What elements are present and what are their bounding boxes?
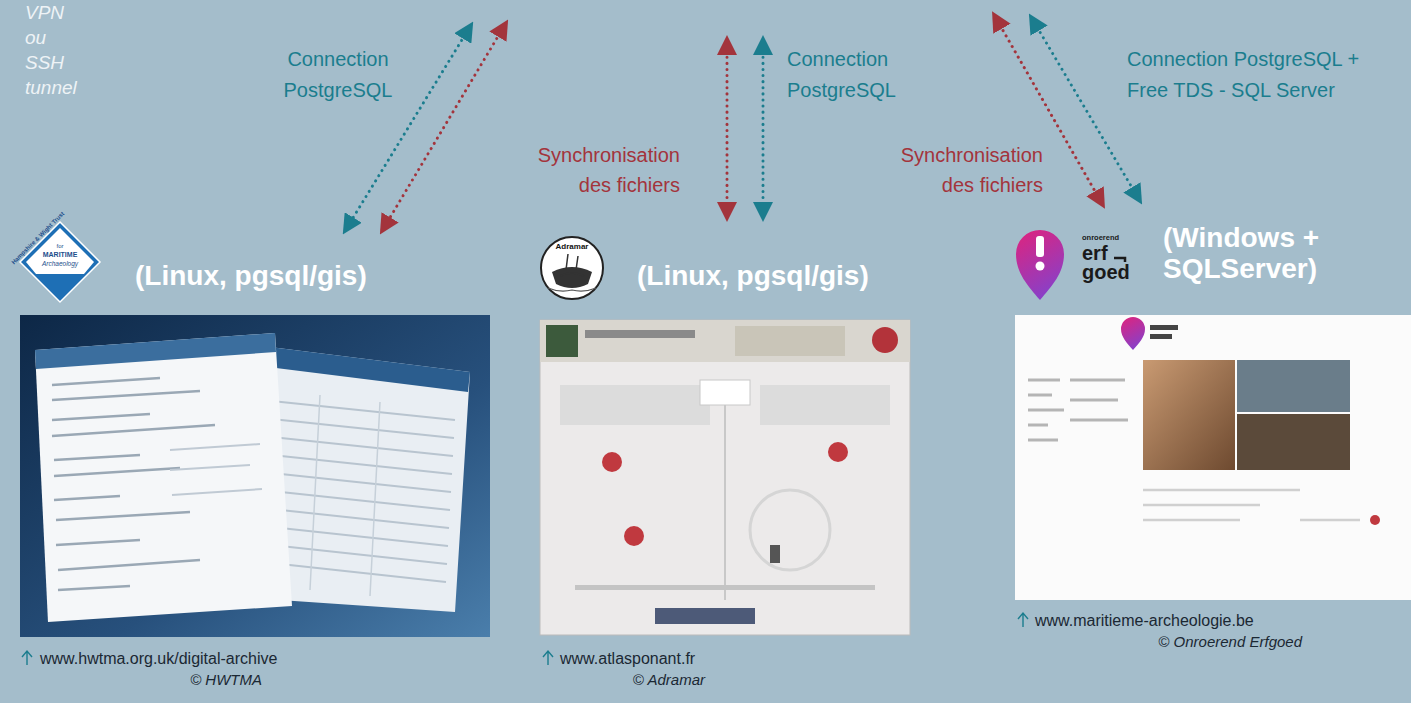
caption-url: www.maritieme-archeologie.be bbox=[1035, 611, 1254, 630]
teal-arrow bbox=[762, 45, 765, 212]
hwtma-logo bbox=[20, 222, 100, 302]
adramar-logo bbox=[541, 237, 603, 299]
copyright-note: © Adramar bbox=[595, 671, 705, 689]
system-heading: (Linux, pgsql/gis) bbox=[135, 260, 367, 292]
connection-label: Connection PostgreSQL + Free TDS - SQL S… bbox=[1127, 44, 1397, 106]
dotted-arrows bbox=[348, 20, 1137, 226]
screenshot-erfgoed bbox=[1015, 315, 1411, 600]
logo-text: MARITIME bbox=[35, 250, 85, 259]
caption-arrows bbox=[22, 613, 1028, 665]
logo-text: erf bbox=[1082, 243, 1108, 263]
system-panel: (Linux, pgsql/gis) www.atlasponant.fr © Ad… bbox=[530, 215, 873, 693]
system-heading: (Linux, pgsql/gis) bbox=[637, 260, 869, 292]
screenshot-adramar bbox=[540, 320, 910, 635]
logo-text: onroerend bbox=[1082, 233, 1119, 242]
connection-label: Connection PostgreSQL bbox=[263, 44, 413, 106]
connection-label: Connection PostgreSQL bbox=[787, 44, 937, 106]
red-arrow bbox=[726, 45, 729, 212]
tunnel-note: VPN ou SSH tunnel bbox=[25, 0, 90, 100]
screenshot-hwtma bbox=[20, 315, 490, 637]
logo-text: goed bbox=[1082, 262, 1130, 282]
system-panel: (Linux, pgsql/gis) www.hwtma.org.uk/digit… bbox=[15, 215, 371, 693]
copyright-note: © Onroerend Erfgoed bbox=[1142, 633, 1302, 651]
logo-text: Archaeology bbox=[35, 260, 85, 268]
caption-url: www.hwtma.org.uk/digital-archive bbox=[40, 649, 277, 668]
sync-label: Synchronisation des fichiers bbox=[508, 140, 680, 200]
red-arrow bbox=[997, 20, 1100, 200]
logo-text: for bbox=[40, 243, 80, 250]
copyright-note: © HWTMA bbox=[150, 671, 262, 689]
system-heading: (Windows + SQLServer) bbox=[1163, 222, 1363, 285]
caption-url: www.atlasponant.fr bbox=[560, 649, 695, 668]
sync-label: Synchronisation des fichiers bbox=[871, 140, 1043, 200]
logo-text: Adramar bbox=[547, 242, 597, 251]
teal-arrow bbox=[1034, 22, 1137, 196]
system-panel: (Windows + SQLServer) www.maritieme-arche… bbox=[1005, 215, 1367, 655]
red-arrow bbox=[385, 28, 503, 226]
